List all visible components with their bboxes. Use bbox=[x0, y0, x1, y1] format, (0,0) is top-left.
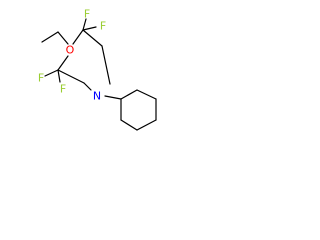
structure-canvas: F F O F F N bbox=[0, 0, 191, 156]
molecule-structure: F F O F F N bbox=[38, 8, 157, 131]
atom-nitrogen: N bbox=[93, 90, 101, 103]
atom-fluorine-4: F bbox=[60, 83, 66, 96]
atom-fluorine-1: F bbox=[84, 8, 90, 21]
bond-cy-4 bbox=[136, 119, 157, 131]
bond-c6-c5 bbox=[57, 69, 85, 84]
bond-n-cy bbox=[104, 95, 122, 100]
bond-c-f1 bbox=[82, 18, 87, 31]
bond-c2-c3 bbox=[41, 31, 59, 43]
atom-fluorine-3: F bbox=[38, 72, 44, 85]
atom-fluorine-2: F bbox=[100, 20, 106, 33]
bond-cy-1 bbox=[120, 89, 138, 100]
bond-c-f4 bbox=[57, 69, 61, 83]
bond-o-c6 bbox=[57, 55, 69, 71]
bond-c-f3 bbox=[44, 69, 59, 77]
bond-o-c2a bbox=[72, 29, 84, 45]
bond-cy-5 bbox=[120, 119, 138, 131]
bond-c3-n bbox=[101, 45, 111, 85]
atom-oxygen: O bbox=[66, 44, 75, 57]
bond-c2a-c3 bbox=[82, 29, 103, 47]
bond-cy-2 bbox=[136, 89, 157, 100]
bond-c-f2 bbox=[82, 26, 97, 31]
bond-o-c2 bbox=[57, 31, 69, 45]
bond-c5-n bbox=[83, 82, 92, 91]
